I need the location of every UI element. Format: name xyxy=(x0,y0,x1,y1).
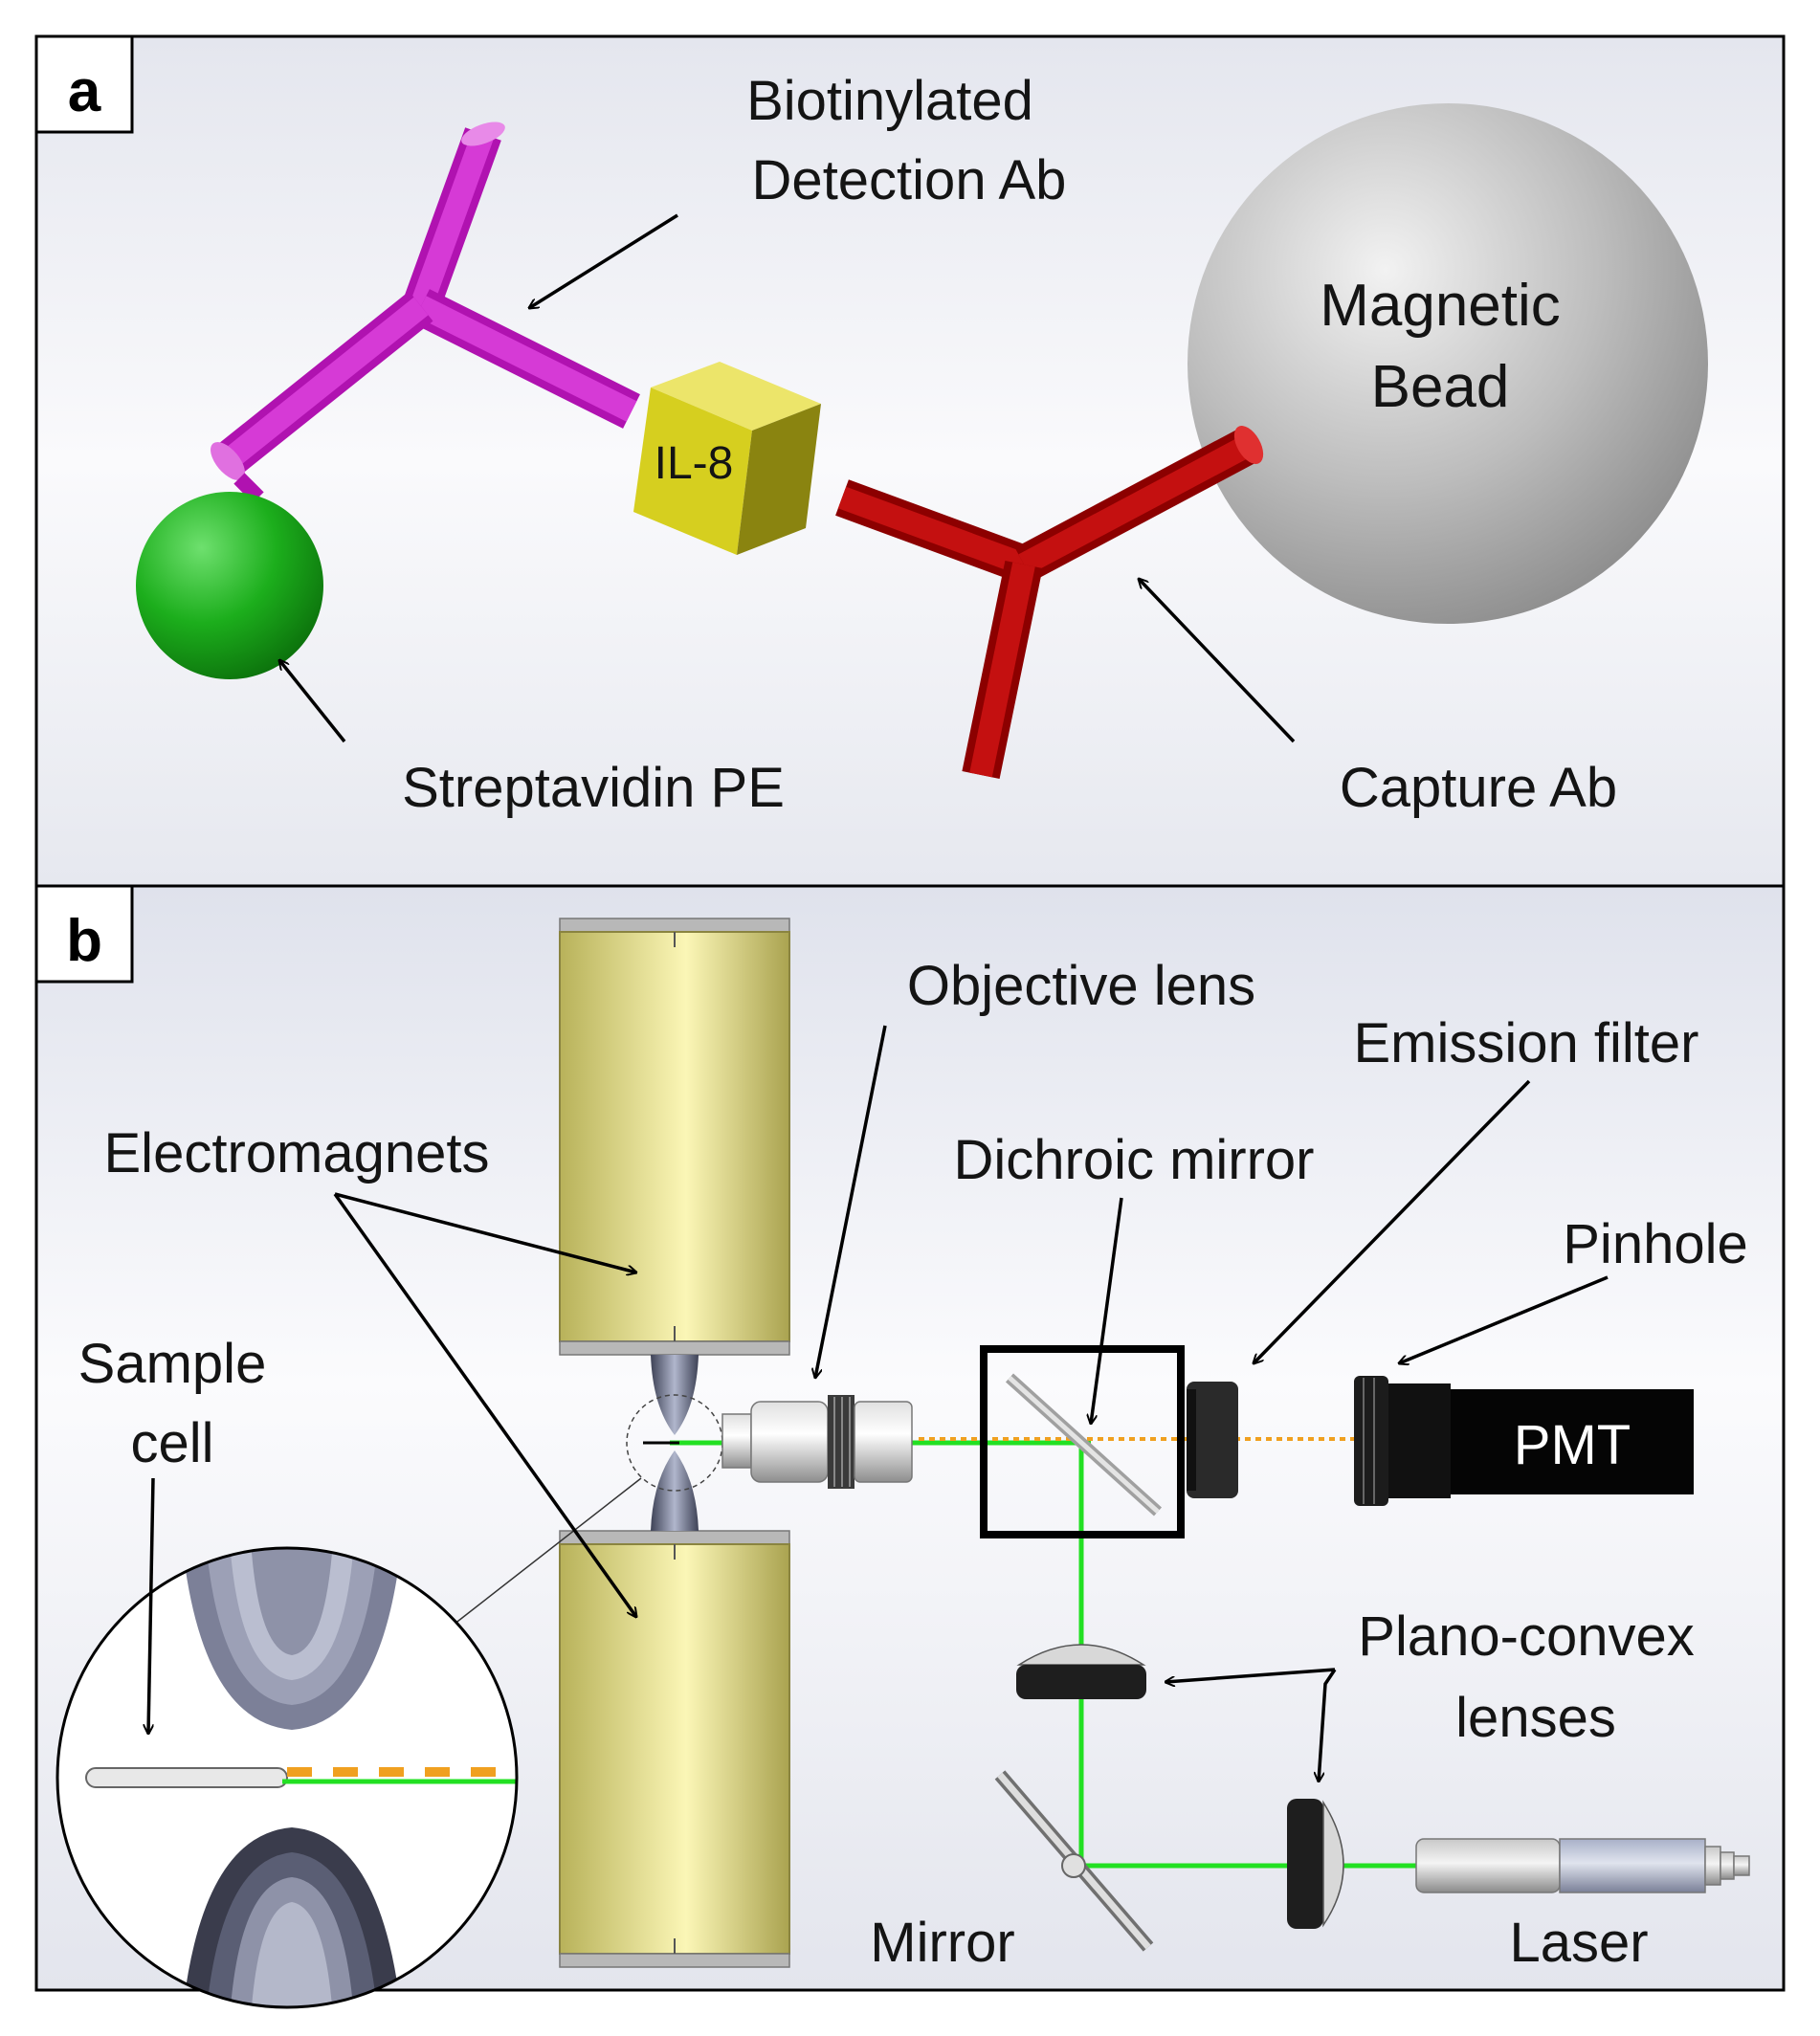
sample-cell-inset xyxy=(55,1546,519,2009)
panel-b-letter-box xyxy=(34,884,134,984)
sample-cell-arrow xyxy=(148,1477,155,1734)
streptavidin-label: Streptavidin PE xyxy=(402,757,785,819)
plano-convex-label-line2: lenses xyxy=(1455,1687,1616,1749)
magnetic-bead-label-line2: Bead xyxy=(1371,354,1510,420)
dichroic-mirror-cube xyxy=(980,1345,1185,1538)
panel-a-letter-box xyxy=(34,34,134,134)
capture-ab-arrow xyxy=(1139,579,1296,743)
laser-label: Laser xyxy=(1509,1912,1648,1974)
panel-a: a Magnetic Bead xyxy=(34,34,1786,888)
magnify-leader xyxy=(444,1477,642,1632)
dichroic-mirror-arrow xyxy=(1091,1197,1123,1424)
magnetic-bead-label-line1: Magnetic xyxy=(1320,273,1561,339)
panel-b: b xyxy=(34,884,1786,2009)
pmt-label: PMT xyxy=(1514,1414,1631,1476)
panel-a-letter: a xyxy=(68,58,101,124)
electromagnets-label: Electromagnets xyxy=(104,1122,490,1184)
pinhole-label: Pinhole xyxy=(1563,1213,1747,1275)
sample-cell-label-line2: cell xyxy=(130,1412,213,1474)
plano-convex-label-line1: Plano-convex xyxy=(1358,1605,1694,1668)
electromagnet-bottom xyxy=(559,1530,790,1968)
pole-tip-bottom xyxy=(651,1450,699,1531)
detection-ab-label-line2: Detection Ab xyxy=(752,149,1067,211)
magnetic-bead xyxy=(1187,103,1708,624)
plano-convex-lens-lower xyxy=(1287,1799,1344,1929)
panel-b-letter: b xyxy=(66,908,102,974)
detection-antibody xyxy=(211,122,640,503)
il8-label: IL-8 xyxy=(655,438,734,489)
detection-ab-arrow xyxy=(529,213,678,308)
detection-ab-label-line1: Biotinylated xyxy=(746,70,1033,132)
mirror xyxy=(994,1770,1154,1952)
electromagnets-arrow-bottom xyxy=(333,1192,636,1617)
electromagnet-top xyxy=(559,918,790,1356)
objective-lens-arrow xyxy=(815,1025,887,1378)
emission-filter-label: Emission filter xyxy=(1354,1012,1699,1074)
emission-filter xyxy=(1187,1382,1238,1498)
objective-lens xyxy=(721,1395,913,1489)
pmt-detector: PMT xyxy=(1354,1376,1694,1506)
objective-lens-label: Objective lens xyxy=(907,955,1255,1017)
plano-convex-arrow-upper xyxy=(1165,1668,1336,1682)
pinhole-arrow xyxy=(1399,1275,1609,1363)
electromagnets-arrow-top xyxy=(334,1192,636,1272)
streptavidin-arrow xyxy=(279,660,346,743)
sample-cell-label-line1: Sample xyxy=(78,1333,267,1395)
mirror-label: Mirror xyxy=(870,1912,1014,1974)
plano-convex-lens-upper xyxy=(1016,1644,1146,1699)
capture-ab-label: Capture Ab xyxy=(1340,757,1617,819)
capture-antibody xyxy=(835,426,1264,780)
laser-source xyxy=(1415,1838,1750,1893)
dichroic-mirror-label: Dichroic mirror xyxy=(954,1129,1315,1191)
plano-convex-arrow-lower xyxy=(1319,1669,1337,1782)
emission-filter-arrow xyxy=(1254,1079,1531,1363)
streptavidin-pe-sphere xyxy=(136,492,323,679)
il8-antigen: IL-8 xyxy=(633,362,821,555)
